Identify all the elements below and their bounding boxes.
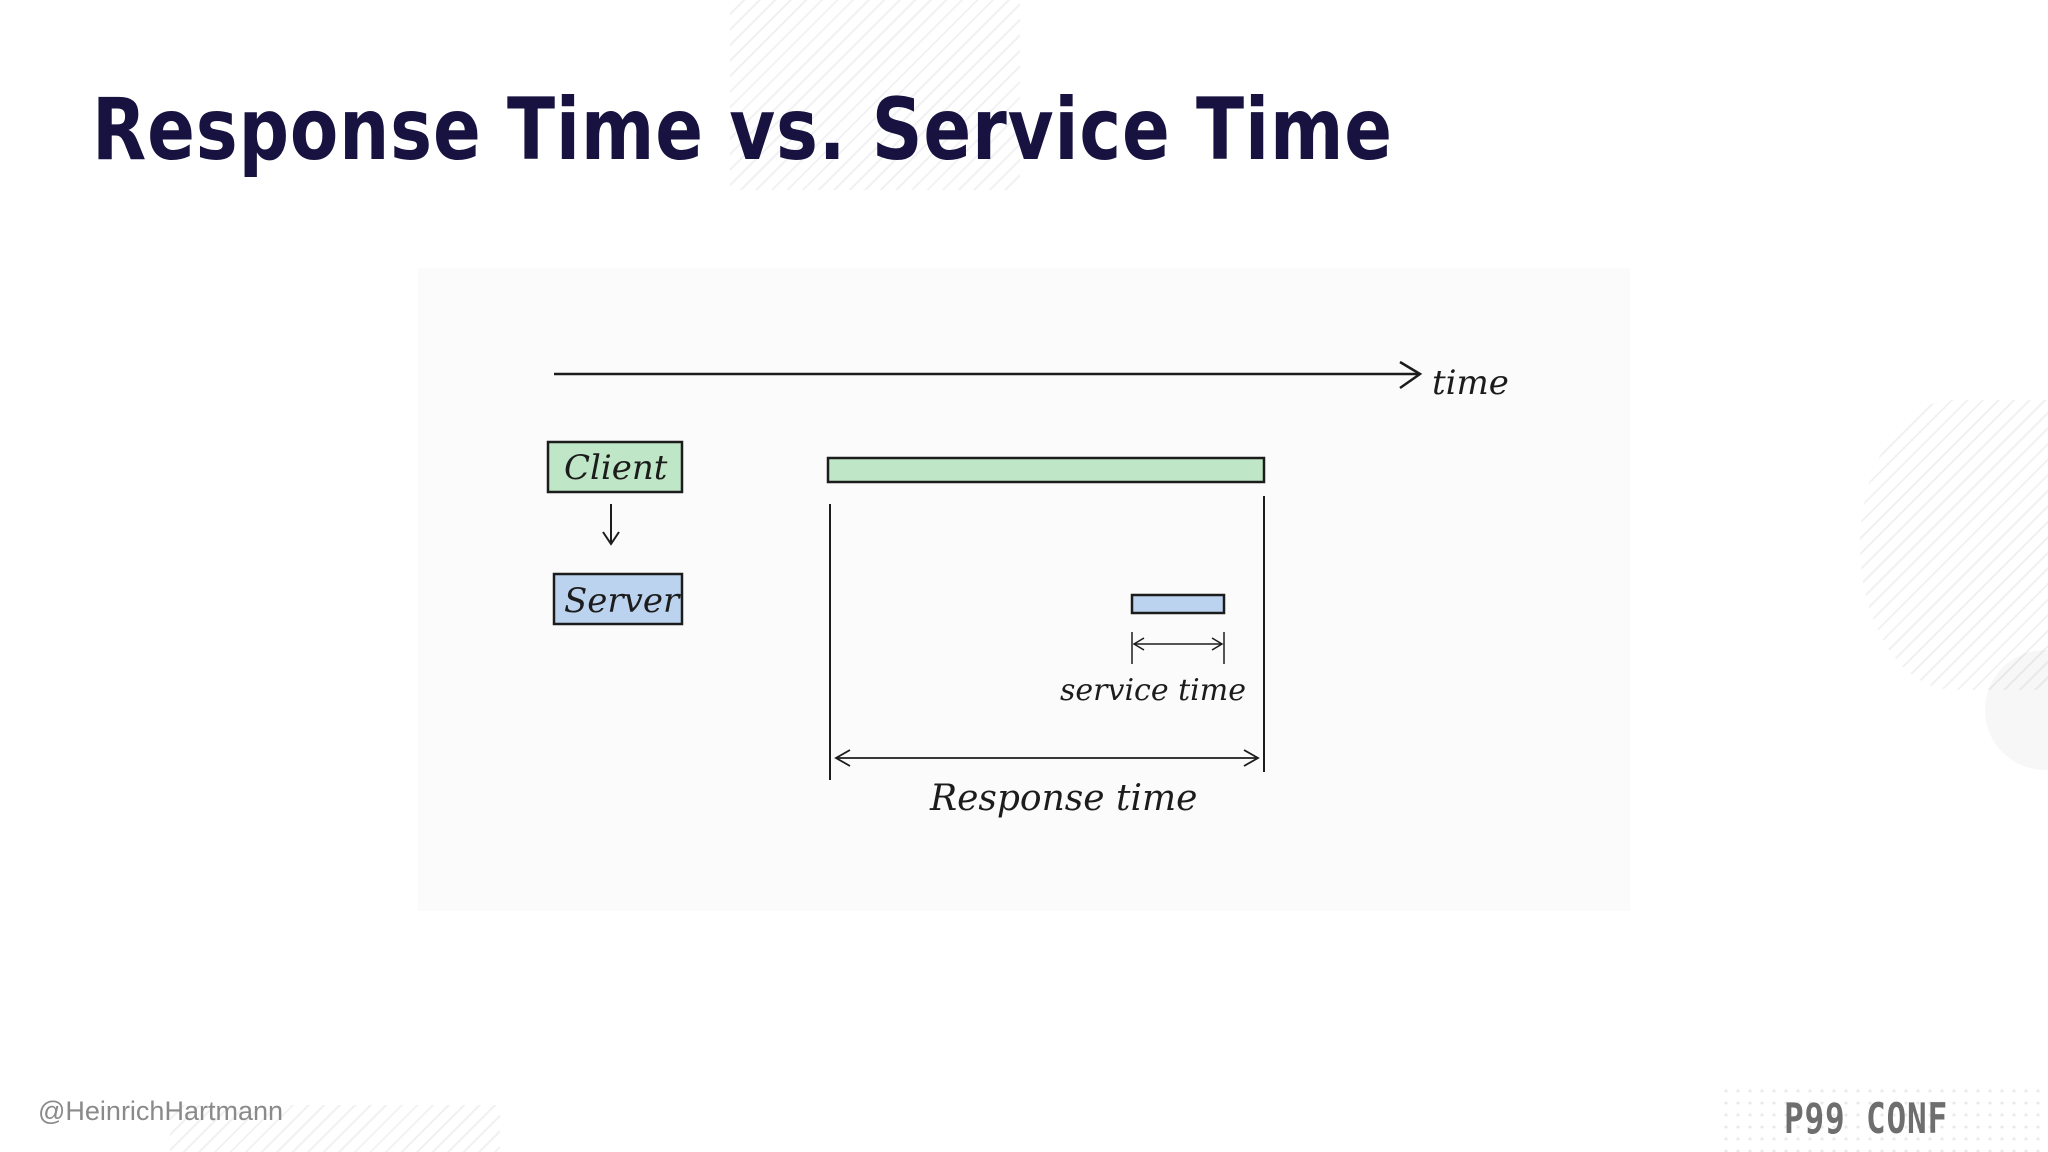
time-axis-arrowhead: [1399, 360, 1423, 390]
server-span-bar: [1130, 593, 1226, 615]
decorative-hatch-bottom: [170, 1105, 500, 1152]
service-time-arrow-left: [1132, 637, 1145, 651]
time-axis-label: time: [1432, 363, 1509, 403]
client-span-bar: [826, 456, 1266, 484]
timeline-diagram: time Client Server service time Response…: [418, 268, 1630, 911]
request-arrowhead: [602, 531, 620, 546]
timeline-diagram-svg: time Client Server service time Response…: [546, 360, 1509, 819]
decorative-hatch-right: [1860, 400, 2048, 690]
server-legend-label: Server: [564, 581, 681, 621]
response-time-arrow-right: [1243, 749, 1260, 767]
slide-title: Response Time vs. Service Time: [92, 80, 1393, 180]
client-legend-box: [546, 440, 684, 494]
response-time-label: Response time: [929, 778, 1197, 819]
service-time-label: service time: [1060, 673, 1246, 708]
response-time-arrow-left: [834, 749, 851, 767]
author-handle: @HeinrichHartmann: [38, 1096, 283, 1126]
service-time-arrow-right: [1211, 637, 1224, 651]
server-legend-box: [552, 572, 684, 626]
client-legend-label: Client: [564, 448, 668, 488]
conference-logo: P99 CONF: [1784, 1094, 1949, 1143]
decorative-hatch-top: [730, 0, 1020, 190]
decorative-dots: [1720, 1085, 2048, 1152]
